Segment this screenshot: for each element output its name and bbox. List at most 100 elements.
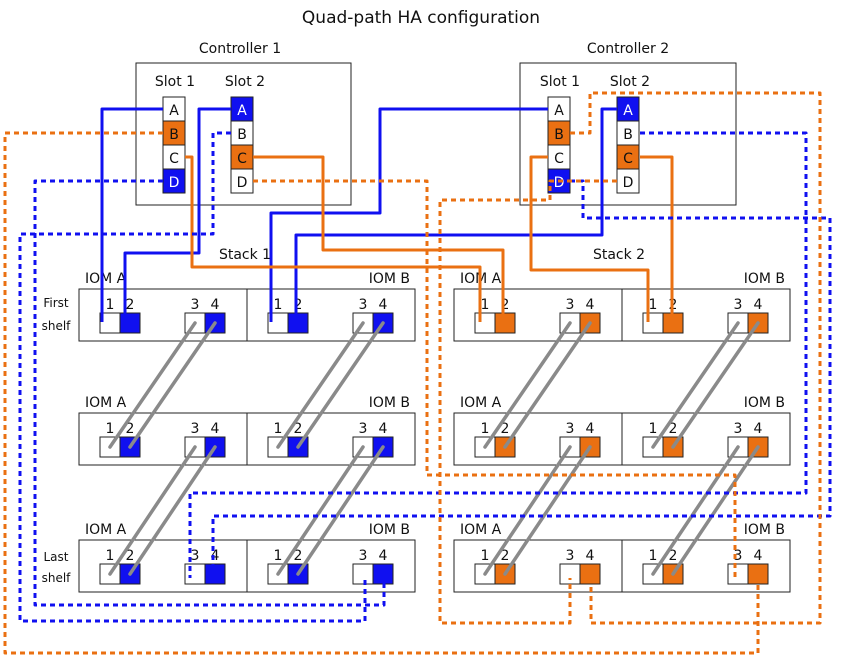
port-number: 4 xyxy=(211,421,220,437)
iom-b-label: IOM B xyxy=(744,395,785,411)
cable-c1-slot2-c xyxy=(253,155,505,322)
port-letter: A xyxy=(623,103,633,119)
port-number: 4 xyxy=(379,421,388,437)
shelf-daisy-chain-cable xyxy=(503,321,592,449)
iom-b-port-3[interactable] xyxy=(352,563,374,585)
controller-1-label: Controller 1 xyxy=(199,41,281,57)
port-letter: A xyxy=(169,103,179,119)
port-number: 2 xyxy=(126,548,135,564)
cable-c2-slot1-b xyxy=(570,91,822,625)
port-letter: C xyxy=(169,151,179,167)
cable-c1-slot1-c xyxy=(185,155,482,322)
shelf-daisy-chain-cable xyxy=(671,445,760,576)
iom-b-port-4[interactable] xyxy=(372,563,394,585)
cable-c2-slot2-b xyxy=(188,131,808,578)
port-number: 1 xyxy=(481,548,490,564)
port-number: 1 xyxy=(274,421,283,437)
port-number: 4 xyxy=(586,548,595,564)
shelf-daisy-chain-cable xyxy=(651,445,740,576)
diagram-title: Quad-path HA configuration xyxy=(302,8,540,28)
controller-2-label: Controller 2 xyxy=(587,41,669,57)
port-number: 4 xyxy=(211,297,220,313)
port-number: 4 xyxy=(586,297,595,313)
port-letter: B xyxy=(623,127,633,143)
stack-2-label: Stack 2 xyxy=(593,247,645,263)
port-number: 3 xyxy=(734,421,743,437)
last-shelf-label-line-1: Last xyxy=(44,550,69,564)
port-number: 2 xyxy=(501,297,510,313)
port-number: 2 xyxy=(126,421,135,437)
iom-a-port-1[interactable] xyxy=(474,312,496,334)
port-letter: B xyxy=(554,127,564,143)
controller-1-slot-2-label: Slot 2 xyxy=(225,74,265,90)
iom-a-label: IOM A xyxy=(85,522,127,538)
controller-2-slot-2-label: Slot 2 xyxy=(610,74,650,90)
first-shelf-label-line-1: First xyxy=(43,296,69,310)
port-number: 3 xyxy=(566,548,575,564)
iom-a-port-3[interactable] xyxy=(559,563,581,585)
port-letter: B xyxy=(169,127,179,143)
iom-a-port-2[interactable] xyxy=(494,312,516,334)
port-number: 2 xyxy=(501,421,510,437)
iom-a-label: IOM A xyxy=(460,522,502,538)
iom-b-label: IOM B xyxy=(744,522,785,538)
port-number: 3 xyxy=(734,297,743,313)
port-letter: A xyxy=(237,103,247,119)
port-number: 1 xyxy=(649,421,658,437)
port-number: 1 xyxy=(481,421,490,437)
port-number: 2 xyxy=(126,297,135,313)
shelf-daisy-chain-cable xyxy=(483,321,572,449)
iom-a-port-4[interactable] xyxy=(579,563,601,585)
iom-b-port-1[interactable] xyxy=(642,312,664,334)
controller-cables xyxy=(3,91,832,655)
port-letter: D xyxy=(623,175,634,191)
iom-a-label: IOM A xyxy=(85,271,127,287)
port-number: 1 xyxy=(106,548,115,564)
shelf-daisy-chain-cable xyxy=(483,445,572,576)
iom-b-port-4[interactable] xyxy=(747,563,769,585)
port-number: 2 xyxy=(294,297,303,313)
port-number: 1 xyxy=(274,297,283,313)
shelf-daisy-chain-cable xyxy=(128,321,217,449)
port-letter: D xyxy=(237,175,248,191)
port-number: 3 xyxy=(359,421,368,437)
shelf-daisy-chain-cable xyxy=(503,445,592,576)
port-number: 2 xyxy=(669,421,678,437)
shelf-daisy-chain-cable xyxy=(296,445,385,576)
port-letter: C xyxy=(623,151,633,167)
iom-a-port-4[interactable] xyxy=(204,563,226,585)
port-number: 2 xyxy=(501,548,510,564)
cable-c1-slot2-a xyxy=(123,107,231,322)
iom-b-port-2[interactable] xyxy=(287,312,309,334)
shelf-daisy-chain-cable xyxy=(296,321,385,449)
port-number: 3 xyxy=(359,548,368,564)
port-number: 4 xyxy=(754,548,763,564)
port-number: 3 xyxy=(191,297,200,313)
iom-b-port-3[interactable] xyxy=(727,563,749,585)
shelf-daisy-chain-cable xyxy=(108,445,197,576)
controller-1-slot-1-label: Slot 1 xyxy=(155,74,195,90)
port-letter: B xyxy=(237,127,247,143)
controller-2-slot-1-label: Slot 1 xyxy=(540,74,580,90)
cable-c1-slot1-d xyxy=(33,179,386,607)
shelf-to-shelf-cables xyxy=(108,321,760,576)
iom-a-label: IOM A xyxy=(460,395,502,411)
port-number: 2 xyxy=(669,548,678,564)
iom-a-port-2[interactable] xyxy=(119,312,141,334)
port-number: 3 xyxy=(191,421,200,437)
port-number: 4 xyxy=(379,548,388,564)
port-number: 1 xyxy=(274,548,283,564)
port-number: 4 xyxy=(754,421,763,437)
port-number: 3 xyxy=(566,297,575,313)
iom-a-port-3[interactable] xyxy=(184,563,206,585)
shelf-daisy-chain-cable xyxy=(108,321,197,449)
shelf-daisy-chain-cable xyxy=(651,321,740,449)
cable-c1-slot1-a xyxy=(100,107,163,322)
